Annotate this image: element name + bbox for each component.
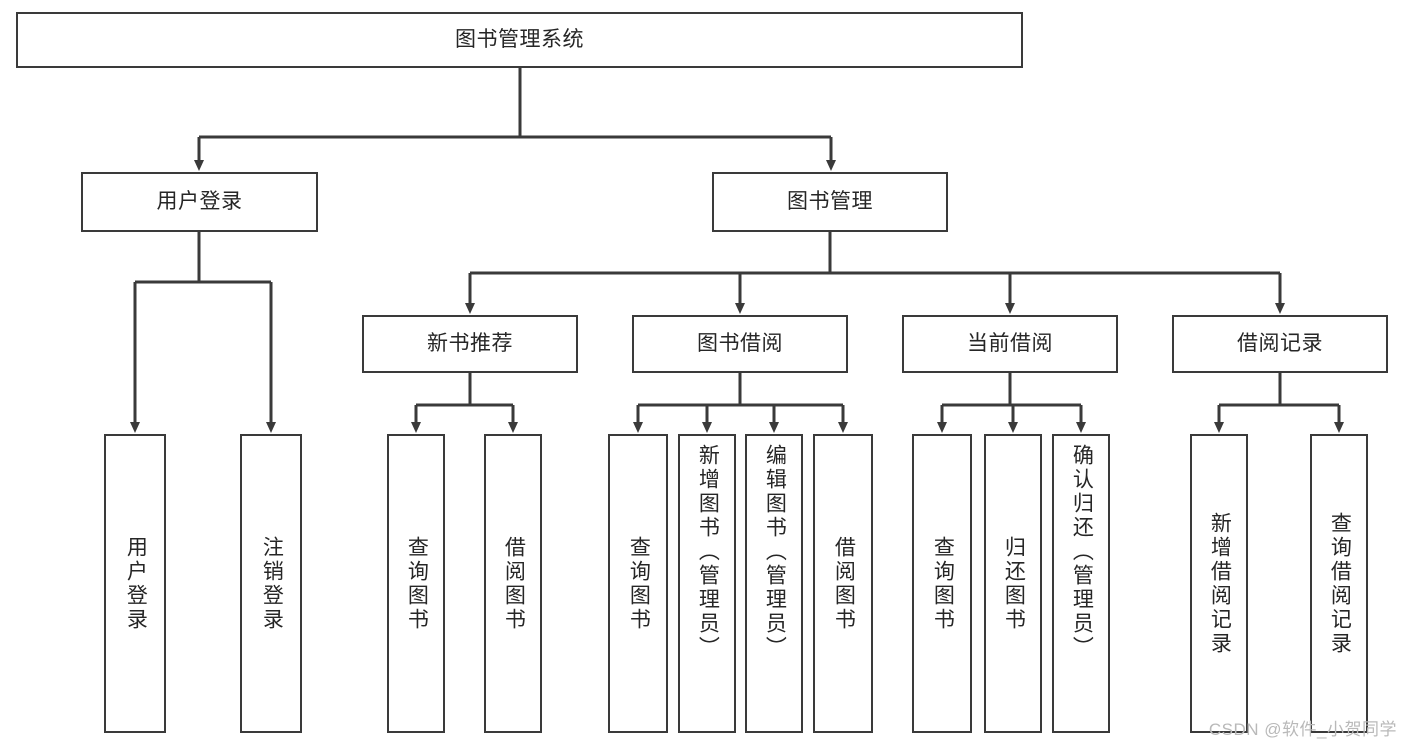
leaf-records-add-record[interactable]: 新增借阅记录 (1190, 434, 1248, 733)
leaf-current-query-book-label: 查询图书 (931, 535, 955, 632)
node-book-borrow[interactable]: 图书借阅 (632, 315, 848, 373)
node-root[interactable]: 图书管理系统 (16, 12, 1023, 68)
node-root-label: 图书管理系统 (455, 27, 584, 51)
leaf-current-confirm-return-admin-label: 确认归还（管理员） (1070, 444, 1094, 660)
leaf-borrow-query-book-label: 查询图书 (627, 535, 651, 632)
node-borrow-records-label: 借阅记录 (1237, 331, 1323, 355)
node-current-borrow[interactable]: 当前借阅 (902, 315, 1118, 373)
leaf-logout-label: 注销登录 (260, 535, 284, 632)
leaf-records-query-record[interactable]: 查询借阅记录 (1310, 434, 1368, 733)
node-current-borrow-label: 当前借阅 (967, 331, 1053, 355)
leaf-current-query-book[interactable]: 查询图书 (912, 434, 972, 733)
leaf-user-login-label: 用户登录 (124, 535, 148, 632)
leaf-borrow-edit-book-admin[interactable]: 编辑图书（管理员） (745, 434, 803, 733)
leaf-logout[interactable]: 注销登录 (240, 434, 302, 733)
leaf-newbook-query-book[interactable]: 查询图书 (387, 434, 445, 733)
node-user-login-label: 用户登录 (156, 189, 243, 213)
node-user-login[interactable]: 用户登录 (81, 172, 318, 232)
leaf-user-login[interactable]: 用户登录 (104, 434, 166, 733)
leaf-borrow-add-book-admin-label: 新增图书（管理员） (696, 444, 720, 660)
node-new-book-recommend-label: 新书推荐 (427, 331, 513, 355)
leaf-newbook-query-book-label: 查询图书 (405, 535, 429, 632)
leaf-borrow-borrow-book-label: 借阅图书 (832, 535, 856, 632)
leaf-records-query-record-label: 查询借阅记录 (1328, 511, 1352, 656)
node-book-management-label: 图书管理 (787, 189, 873, 213)
leaf-current-return-book-label: 归还图书 (1002, 535, 1026, 632)
leaf-newbook-borrow-book[interactable]: 借阅图书 (484, 434, 542, 733)
node-book-borrow-label: 图书借阅 (697, 331, 783, 355)
leaf-current-return-book[interactable]: 归还图书 (984, 434, 1042, 733)
node-new-book-recommend[interactable]: 新书推荐 (362, 315, 578, 373)
leaf-current-confirm-return-admin[interactable]: 确认归还（管理员） (1052, 434, 1110, 733)
leaf-borrow-add-book-admin[interactable]: 新增图书（管理员） (678, 434, 736, 733)
leaf-newbook-borrow-book-label: 借阅图书 (502, 535, 526, 632)
leaf-records-add-record-label: 新增借阅记录 (1208, 511, 1232, 656)
leaf-borrow-query-book[interactable]: 查询图书 (608, 434, 668, 733)
leaf-borrow-edit-book-admin-label: 编辑图书（管理员） (763, 444, 787, 660)
node-borrow-records[interactable]: 借阅记录 (1172, 315, 1388, 373)
node-book-management[interactable]: 图书管理 (712, 172, 948, 232)
leaf-borrow-borrow-book[interactable]: 借阅图书 (813, 434, 873, 733)
